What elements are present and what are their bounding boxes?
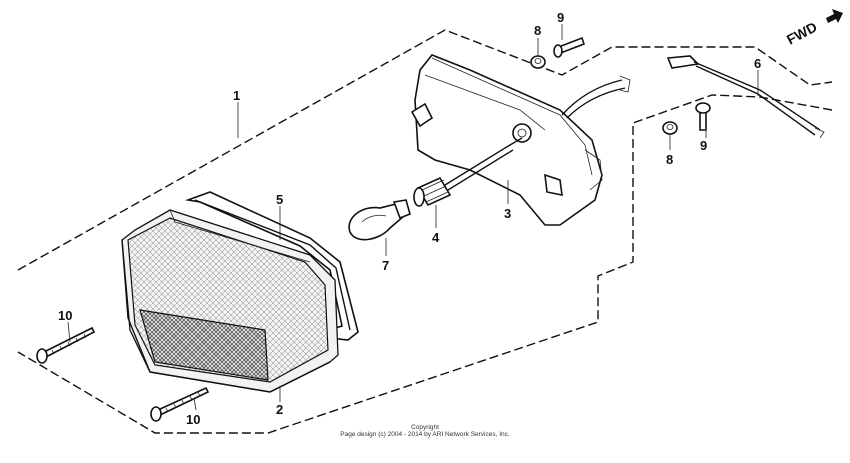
lens-part-2[interactable]	[121, 209, 339, 393]
lamp-base-part-3[interactable]	[410, 54, 631, 226]
bulb-socket-part-4[interactable]	[413, 176, 452, 207]
callout-8-lower[interactable]: 8	[666, 152, 673, 167]
callout-3[interactable]: 3	[504, 206, 511, 221]
callout-9-lower[interactable]: 9	[700, 138, 707, 153]
screw-part-9-lower[interactable]	[695, 102, 711, 131]
callout-1[interactable]: 1	[233, 88, 240, 103]
assembly-boundary	[17, 29, 833, 434]
copyright-notice: Copyright Page design (c) 2004 - 2014 by…	[0, 424, 850, 438]
nut-part-8-lower[interactable]	[662, 121, 678, 135]
callout-5[interactable]: 5	[276, 192, 283, 207]
copyright-title: Copyright	[411, 424, 439, 431]
callout-6[interactable]: 6	[754, 56, 761, 71]
callout-9-upper[interactable]: 9	[557, 10, 564, 25]
screw-part-9-upper[interactable]	[553, 36, 586, 58]
screw-part-10-left[interactable]	[36, 326, 96, 364]
fwd-arrow-icon	[826, 9, 843, 23]
callout-4[interactable]: 4	[432, 230, 440, 245]
fwd-label: FWD	[784, 19, 820, 48]
leader-lines	[67, 24, 759, 411]
screw-part-10-bottom[interactable]	[150, 386, 210, 422]
callout-2[interactable]: 2	[276, 402, 283, 417]
callout-10-left[interactable]: 10	[58, 308, 72, 323]
callout-8-upper[interactable]: 8	[534, 23, 541, 38]
forward-direction-arrow: FWD	[784, 9, 843, 48]
bulb-part-7[interactable]	[348, 199, 411, 241]
callout-10-bottom[interactable]: 10	[186, 412, 200, 427]
callout-7[interactable]: 7	[382, 258, 389, 273]
callout-numbers: 1 5 2 3 4 7 8 9 6 8 9 10 10	[58, 10, 761, 427]
copyright-text: Page design (c) 2004 - 2014 by ARI Netwo…	[340, 431, 510, 438]
nut-part-8-upper[interactable]	[530, 55, 546, 69]
stay-part-6[interactable]	[666, 55, 825, 139]
